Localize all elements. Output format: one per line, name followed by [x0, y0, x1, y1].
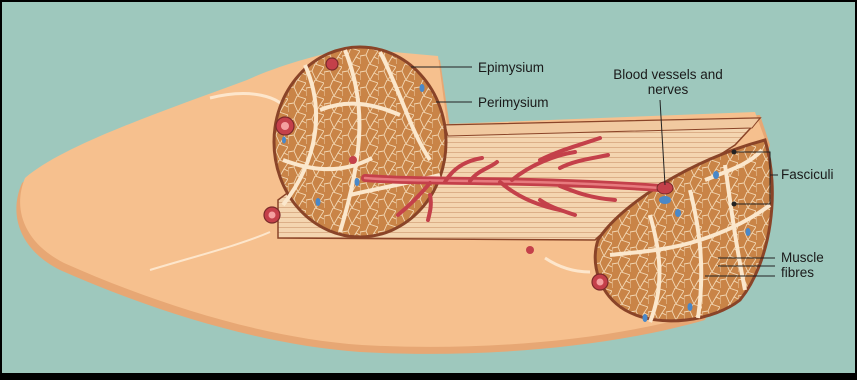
label-muscle-fibres-line2: fibres — [781, 265, 824, 280]
label-epimysium: Epimysium — [478, 60, 544, 75]
label-muscle-fibres: Muscle fibres — [781, 250, 824, 280]
label-blood-vessels-line1: Blood vessels and — [594, 67, 742, 82]
label-blood-vessels-line2: nerves — [594, 82, 742, 97]
label-fasciculi: Fasciculi — [781, 167, 834, 182]
label-blood-vessels-and-nerves: Blood vessels and nerves — [594, 67, 742, 97]
label-muscle-fibres-line1: Muscle — [781, 250, 824, 265]
label-perimysium: Perimysium — [478, 95, 549, 110]
